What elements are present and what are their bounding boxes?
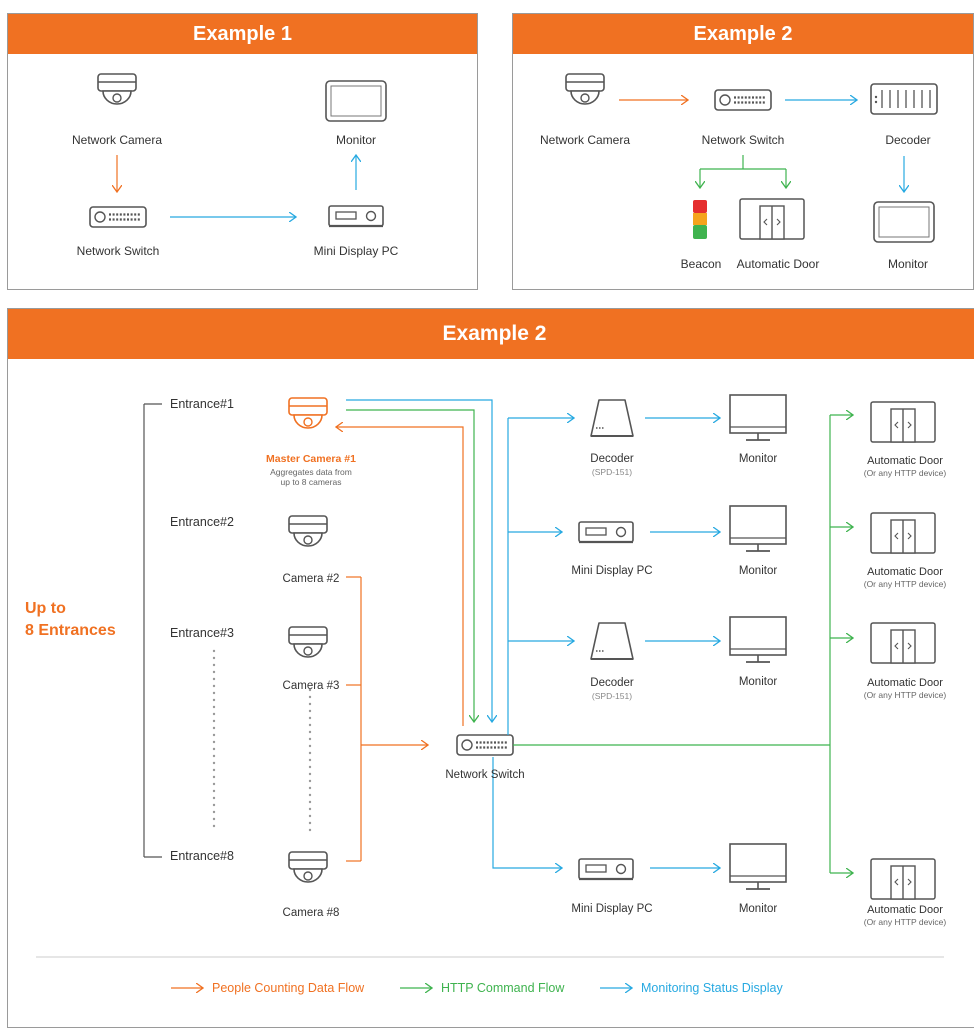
- network-switch-icon: [455, 733, 515, 757]
- camera-2-icon: [288, 515, 328, 547]
- mini-pc-2-label: Mini Display PC: [571, 903, 653, 915]
- ex2-monitor-label: Monitor: [887, 257, 929, 271]
- example2-main-banner: Example 2: [8, 309, 974, 359]
- http-command-lines: [346, 409, 853, 873]
- network-switch-label: Network Switch: [445, 769, 525, 781]
- ex1-pc-icon: [327, 204, 385, 228]
- example1-panel: Example 1: [7, 13, 478, 290]
- door-1-label: Automatic Door: [867, 455, 943, 467]
- master-camera-note-2: up to 8 cameras: [280, 477, 342, 487]
- monitor-3-label: Monitor: [738, 676, 778, 688]
- monitor-4-icon: [729, 843, 787, 890]
- ex2-decoder-label: Decoder: [885, 133, 931, 147]
- ex2-http-arrows: [700, 155, 786, 188]
- monitor-1-icon: [729, 394, 787, 441]
- camera-3-label: Camera #3: [282, 680, 340, 692]
- ex2-beacon-label: Beacon: [680, 257, 722, 271]
- door-2-label: Automatic Door: [867, 566, 943, 578]
- monitor-2-icon: [729, 505, 787, 552]
- master-camera-icon: [288, 397, 328, 429]
- decoder-2-model: (SPD-151): [591, 691, 633, 701]
- entrance-8-label: Entrance#8: [170, 849, 234, 863]
- decoder-2-label: Decoder: [590, 677, 634, 689]
- door-2-note: (Or any HTTP device): [863, 579, 947, 589]
- ex2-door-label: Automatic Door: [736, 257, 820, 271]
- legend-http-label: HTTP Command Flow: [441, 981, 565, 995]
- ex1-camera-label: Network Camera: [71, 133, 163, 147]
- door-4-label: Automatic Door: [867, 904, 943, 916]
- decoder-2-icon: [590, 622, 634, 660]
- ex2-switch-label: Network Switch: [701, 133, 785, 147]
- door-3-note: (Or any HTTP device): [863, 690, 947, 700]
- ex1-camera-icon: [97, 73, 137, 105]
- entrance-3-label: Entrance#3: [170, 626, 234, 640]
- ex1-monitor-icon: [325, 80, 387, 122]
- decoder-1-label: Decoder: [590, 453, 634, 465]
- ex2-camera-icon: [565, 73, 605, 105]
- decoder-1-icon: [590, 399, 634, 437]
- mini-pc-1-icon: [577, 520, 635, 544]
- camera-2-label: Camera #2: [282, 573, 340, 585]
- door-4-icon: [870, 858, 936, 900]
- door-1-note: (Or any HTTP device): [863, 468, 947, 478]
- master-camera-label: Master Camera #1: [266, 453, 356, 465]
- people-flow-lines: [336, 427, 464, 862]
- ex1-monitor-label: Monitor: [335, 133, 377, 147]
- entrance-2-label: Entrance#2: [170, 515, 234, 529]
- example2-main-panel: Example 2: [7, 308, 974, 1028]
- legend-people-label: People Counting Data Flow: [212, 981, 365, 995]
- monitoring-lines: [346, 399, 720, 868]
- entrance-1-label: Entrance#1: [170, 397, 234, 411]
- monitor-2-label: Monitor: [738, 565, 778, 577]
- monitor-1-label: Monitor: [738, 453, 778, 465]
- door-4-note: (Or any HTTP device): [863, 917, 947, 927]
- ex1-pc-label: Mini Display PC: [313, 244, 399, 258]
- legend-monitoring-label: Monitoring Status Display: [641, 981, 783, 995]
- door-1-icon: [870, 401, 936, 443]
- mini-pc-2-icon: [577, 857, 635, 881]
- ex2-door-icon: [739, 198, 805, 240]
- monitor-4-label: Monitor: [738, 903, 778, 915]
- mini-pc-1-label: Mini Display PC: [571, 565, 653, 577]
- side-label-line2: 8 Entrances: [25, 622, 116, 639]
- ex2-decoder-icon: [870, 83, 938, 115]
- master-camera-note-1: Aggregates data from: [270, 467, 352, 477]
- example1-banner: Example 1: [8, 14, 477, 54]
- example2-top-banner: Example 2: [513, 14, 973, 54]
- door-3-label: Automatic Door: [867, 677, 943, 689]
- ex1-switch-icon: [88, 205, 148, 229]
- ex2-camera-label: Network Camera: [539, 133, 631, 147]
- decoder-1-model: (SPD-151): [591, 467, 633, 477]
- door-3-icon: [870, 622, 936, 664]
- camera-8-icon: [288, 851, 328, 883]
- entrances-bracket: [143, 403, 162, 858]
- ex2-monitor-icon: [873, 201, 935, 243]
- monitor-3-icon: [729, 616, 787, 663]
- camera-3-icon: [288, 626, 328, 658]
- ex1-switch-label: Network Switch: [76, 244, 160, 258]
- ex2-beacon-icon: [693, 200, 707, 239]
- camera-8-label: Camera #8: [282, 907, 340, 919]
- ex2-switch-icon: [713, 88, 773, 112]
- door-2-icon: [870, 512, 936, 554]
- side-label: Up to 8 Entrances: [25, 598, 116, 642]
- side-label-line1: Up to: [25, 600, 66, 617]
